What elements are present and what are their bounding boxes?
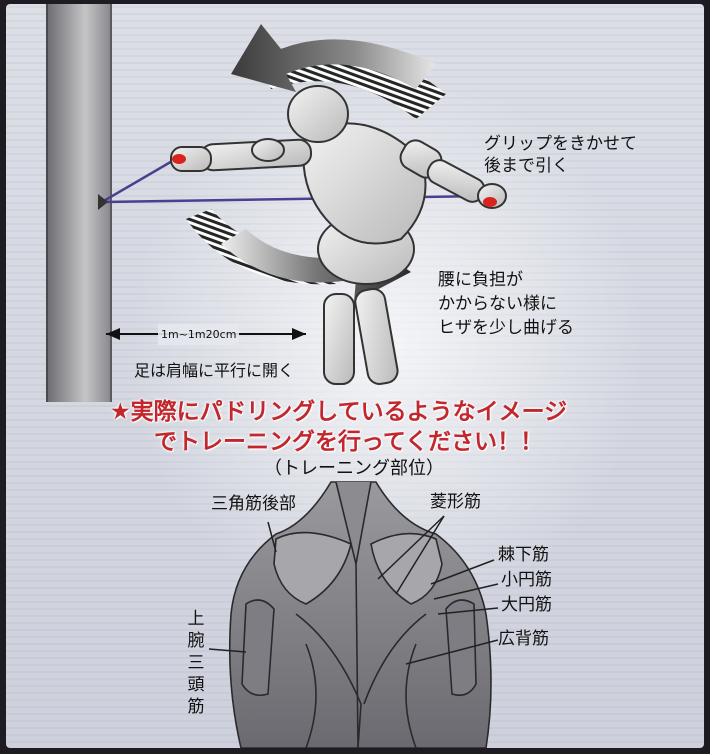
label-leader-lines	[208, 515, 499, 665]
distance-label: 1m~1m20cm	[158, 324, 240, 345]
knee-instruction-line2: かからない様に	[438, 294, 557, 314]
label-teres-minor: 小円筋	[501, 570, 552, 590]
label-infraspinatus: 棘下筋	[498, 545, 549, 565]
grip-markers	[172, 154, 497, 207]
headline-line1: ★実際にパドリングしているようなイメージ	[110, 399, 568, 425]
headline-line2: でトレーニングを行ってください！！	[154, 429, 544, 455]
grip-instruction-line2: 後まで引く	[484, 156, 569, 176]
feet-instruction: 足は肩幅に平行に開く	[134, 361, 295, 380]
label-rhomboid: 菱形筋	[430, 492, 481, 512]
motion-arrow-top	[231, 24, 446, 119]
label-latissimus: 広背筋	[498, 629, 549, 649]
knee-instruction-line1: 腰に負担が	[438, 270, 523, 290]
training-area-title: （トレーニング部位）	[264, 458, 444, 479]
grip-instruction-line1: グリップをきかせて	[484, 134, 637, 154]
mannequin-figure	[170, 85, 507, 385]
back-muscle-illustration	[228, 481, 492, 748]
label-teres-major: 大円筋	[501, 595, 552, 615]
exercise-illustration-panel: グリップをきかせて 後まで引く 腰に負担が かからない様に ヒザを少し曲げる 1…	[6, 4, 704, 748]
illustration-graphics	[98, 24, 507, 748]
knee-instruction-line3: ヒザを少し曲げる	[438, 318, 574, 338]
label-posterior-deltoid: 三角筋後部	[211, 494, 296, 514]
label-triceps: 上腕三頭筋	[187, 609, 205, 717]
